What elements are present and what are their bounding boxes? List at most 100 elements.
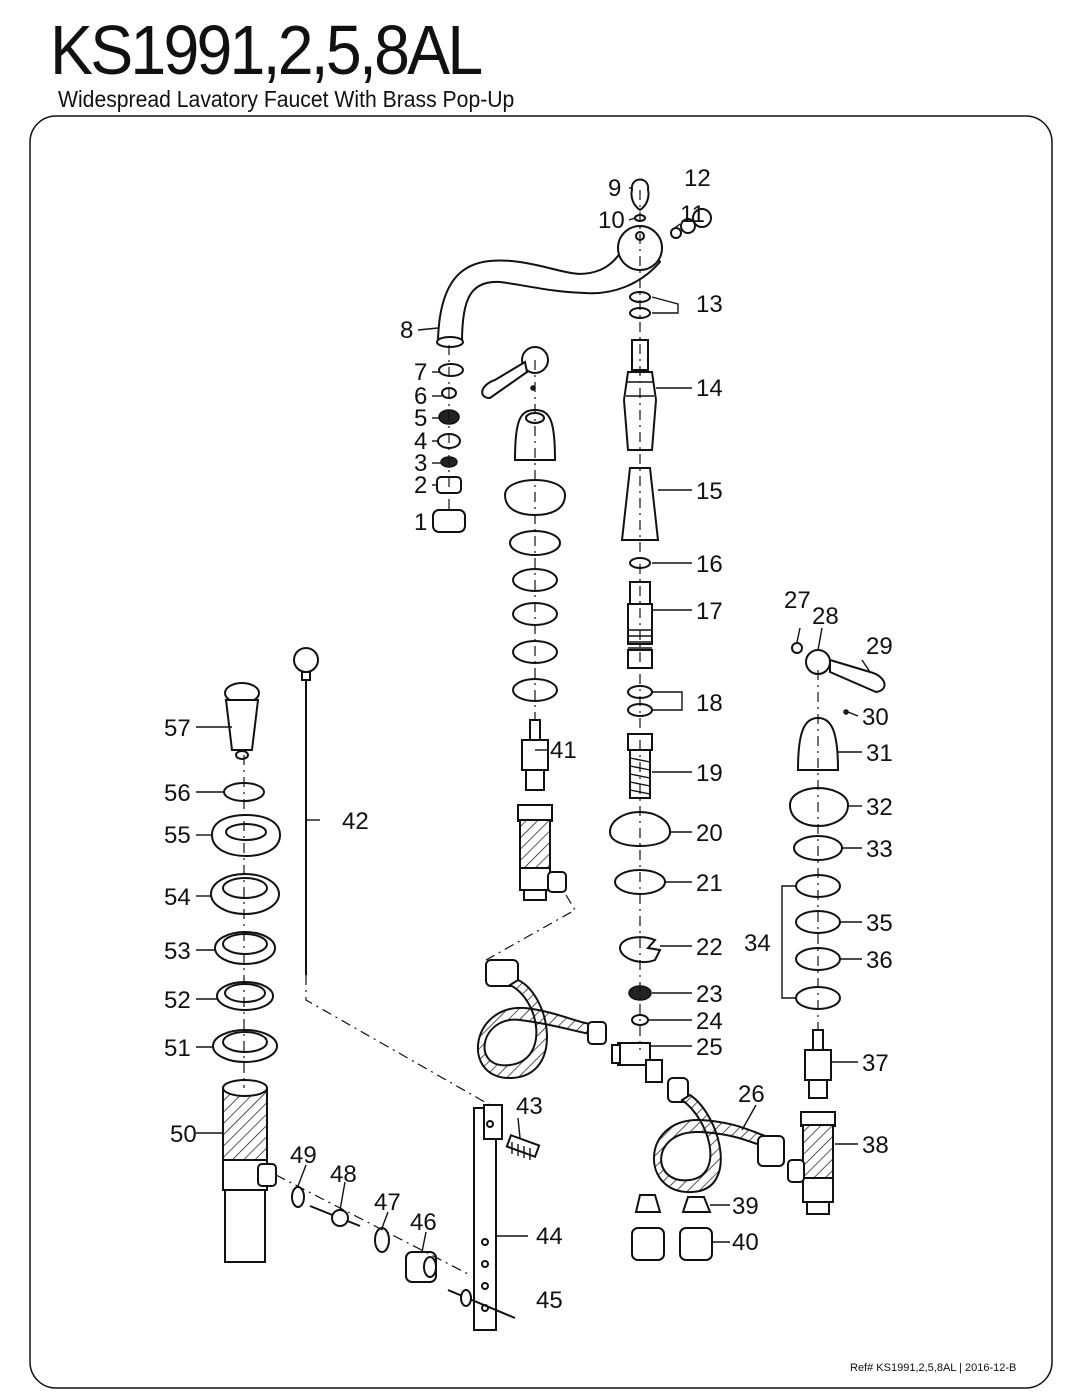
reference-number: Ref# KS1991,2,5,8AL | 2016-12-B: [850, 1362, 1017, 1374]
pivot-nut-46: [405, 1251, 437, 1283]
cold-valve-body-38: [787, 1111, 836, 1215]
label-19: 19: [696, 760, 723, 787]
pivot-rod-48: [309, 1205, 361, 1227]
cold-lever-29: [829, 658, 886, 694]
label-21: 21: [696, 870, 723, 897]
spring-clip-45: [447, 1289, 516, 1319]
clip-washer-22: [618, 936, 662, 964]
hot-cartridge-41: [521, 719, 549, 791]
hot-valve-body: [517, 804, 567, 901]
set-screw-27: [791, 642, 803, 654]
label-47: 47: [374, 1189, 401, 1216]
aerator-cap-12: [670, 208, 712, 239]
page-title: KS1991,2,5,8AL: [50, 11, 483, 89]
clevis-screw-43: [505, 1133, 541, 1160]
label-26: 26: [738, 1081, 765, 1108]
label-28: 28: [812, 603, 839, 630]
label-7: 7: [414, 359, 427, 386]
label-49: 49: [290, 1142, 317, 1169]
label-46: 46: [410, 1209, 437, 1236]
label-57: 57: [164, 715, 191, 742]
spout: [436, 225, 663, 348]
cold-flange-32: [788, 786, 850, 828]
label-16: 16: [696, 551, 723, 578]
label-42: 42: [342, 808, 369, 835]
label-36: 36: [866, 947, 893, 974]
label-27: 27: [784, 587, 811, 614]
pivot-axis-line: [275, 1174, 471, 1276]
tee-connector-25: [611, 1042, 663, 1083]
gasket-49: [291, 1186, 305, 1208]
label-8: 8: [400, 317, 413, 344]
label-29: 29: [866, 633, 893, 660]
label-44: 44: [536, 1223, 563, 1250]
nut-51: [212, 1029, 278, 1063]
flange-55: [210, 813, 282, 858]
hose-26-right: [653, 1077, 785, 1194]
stopper-57: [224, 682, 260, 760]
label-22: 22: [696, 934, 723, 961]
label-13: 13: [696, 291, 723, 318]
label-2: 2: [414, 472, 427, 499]
hot-cap-hole: [525, 412, 545, 424]
label-39: 39: [732, 1193, 759, 1220]
label-6: 6: [414, 383, 427, 410]
hose-to-valve-line: [485, 894, 576, 961]
label-17: 17: [696, 598, 723, 625]
compression-nut-40a: [631, 1227, 665, 1261]
cold-cartridge-37: [804, 1029, 832, 1099]
page-subtitle: Widespread Lavatory Faucet With Brass Po…: [58, 86, 515, 112]
label-52: 52: [164, 987, 191, 1014]
hot-lever-handle: [481, 346, 549, 400]
label-31: 31: [866, 740, 893, 767]
label-45: 45: [536, 1287, 563, 1314]
label-24: 24: [696, 1008, 723, 1035]
rod-to-strap-line: [305, 975, 491, 1106]
washer-47: [374, 1227, 390, 1253]
label-56: 56: [164, 780, 191, 807]
label-32: 32: [866, 794, 893, 821]
label-11: 11: [680, 201, 705, 228]
hose-26-left: [476, 959, 607, 1080]
washer-52: [216, 981, 274, 1011]
gasket-53: [214, 931, 276, 965]
gasket-54: [210, 873, 280, 915]
label-41: 41: [550, 737, 577, 764]
label-10: 10: [598, 207, 625, 234]
label-20: 20: [696, 820, 723, 847]
label-3: 3: [414, 450, 427, 477]
diagram-frame: [29, 115, 1053, 1389]
label-9: 9: [608, 175, 621, 202]
label-4: 4: [414, 428, 427, 455]
label-43: 43: [516, 1093, 543, 1120]
label-54: 54: [164, 884, 191, 911]
clevis-strap-44: [473, 1104, 503, 1331]
label-5: 5: [414, 405, 427, 432]
aerator-parts-1-7: [432, 363, 466, 533]
part-labels: 1 2 3 4 5 6 7 8 9 10 11 12 13 14 15 16 1…: [164, 165, 893, 1314]
compression-nut-40b: [679, 1227, 713, 1261]
lift-rod-42: [293, 647, 319, 975]
label-38: 38: [862, 1132, 889, 1159]
label-33: 33: [866, 836, 893, 863]
label-30: 30: [862, 704, 889, 731]
label-1: 1: [414, 509, 427, 536]
label-23: 23: [696, 981, 723, 1008]
label-50: 50: [170, 1121, 197, 1148]
label-40: 40: [732, 1229, 759, 1256]
label-37: 37: [862, 1050, 889, 1077]
label-55: 55: [164, 822, 191, 849]
label-34: 34: [744, 930, 771, 957]
label-15: 15: [696, 478, 723, 505]
label-51: 51: [164, 1035, 191, 1062]
ferrule-39a: [634, 1194, 662, 1213]
label-18: 18: [696, 690, 723, 717]
leader-lines: [196, 187, 871, 1253]
label-35: 35: [866, 910, 893, 937]
drain-body-50: [222, 1079, 277, 1263]
label-25: 25: [696, 1034, 723, 1061]
label-53: 53: [164, 938, 191, 965]
label-48: 48: [330, 1161, 357, 1188]
screw-30: [843, 709, 849, 715]
